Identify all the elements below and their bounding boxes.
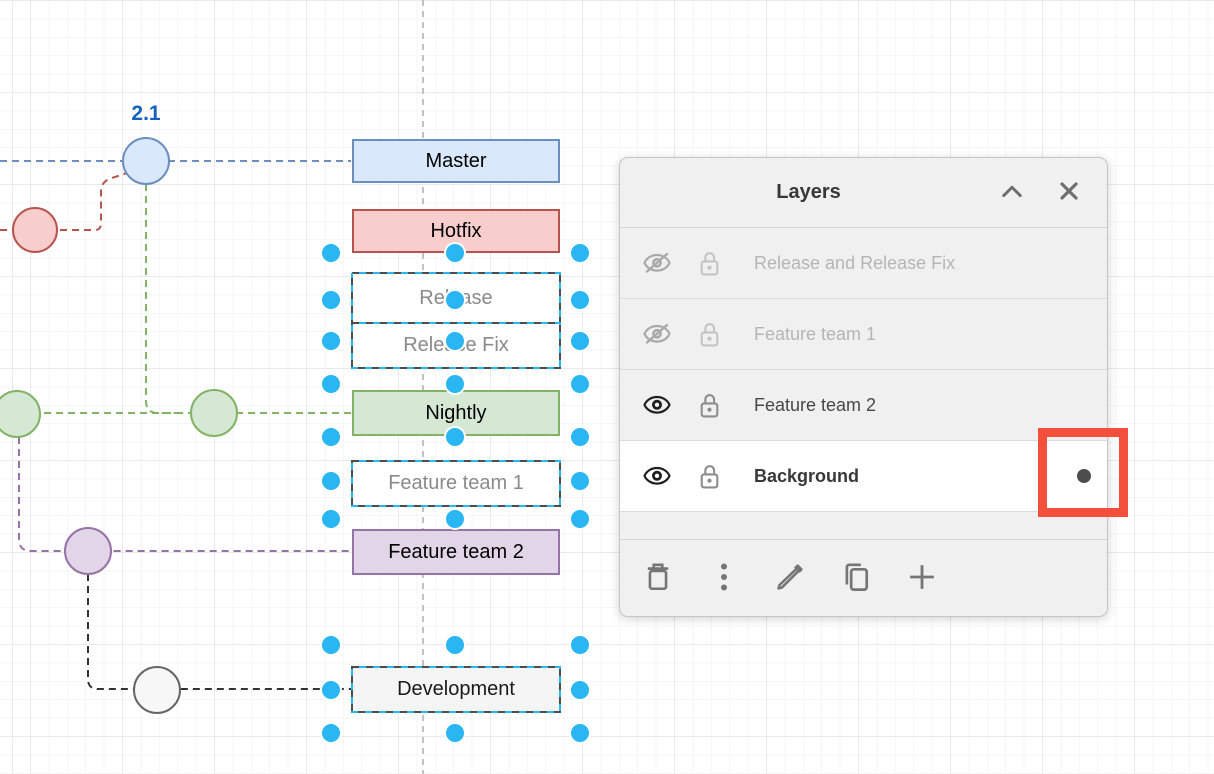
visibility-off-icon[interactable] [642,252,672,274]
layer-row-background[interactable]: Background [620,441,1107,512]
visibility-icon[interactable] [642,465,672,487]
commit-node-master[interactable] [122,137,170,185]
unlock-icon[interactable] [696,250,722,277]
layer-row-feature-team-1[interactable]: Feature team 1 [620,299,1107,370]
unlock-icon[interactable] [696,321,722,348]
branch-box-master[interactable]: Master [352,139,560,183]
commit-node-hotfix[interactable] [12,207,58,253]
chevron-up-icon [1001,183,1023,202]
commit-node-development[interactable] [133,666,181,714]
close-panel-button[interactable] [1059,181,1079,204]
connector-nightly-branch[interactable] [145,184,182,414]
layer-name: Feature team 2 [754,394,877,415]
close-icon [1059,181,1079,204]
delete-layer-button[interactable] [640,562,676,594]
layer-row-feature-team-2[interactable]: Feature team 2 [620,370,1107,441]
commit-node-nightly-2[interactable] [190,389,238,437]
panel-spacer [620,512,1107,540]
branch-box-release-fix[interactable]: Release Fix [352,323,560,368]
layers-toolbar [620,540,1107,616]
layer-row-release-and-release-fix[interactable]: Release and Release Fix [620,228,1107,299]
commit-node-feature-team-2[interactable] [64,527,112,575]
commit-label: 2.1 [131,102,161,125]
unlock-icon[interactable] [696,392,722,419]
layers-panel: Layers [619,157,1108,617]
duplicate-layer-button[interactable] [838,562,874,595]
branch-box-feature-team-2[interactable]: Feature team 2 [352,529,560,575]
connector-development[interactable] [87,574,351,690]
delete-icon [645,562,671,594]
layer-name: Background [754,465,860,486]
edit-icon [775,562,805,595]
layers-panel-header: Layers [620,158,1107,228]
layer-name: Feature team 1 [754,323,877,344]
visibility-off-icon[interactable] [642,323,672,345]
visibility-icon[interactable] [642,394,672,416]
unlock-icon[interactable] [696,463,722,490]
add-layer-button[interactable] [904,563,940,594]
collapse-panel-button[interactable] [1001,183,1023,202]
branch-box-release[interactable]: Release [352,273,560,323]
duplicate-icon [842,562,870,595]
layer-name: Release and Release Fix [754,252,956,273]
connector-hotfix[interactable] [0,172,128,231]
branch-box-hotfix[interactable]: Hotfix [352,209,560,253]
active-layer-dot [1077,469,1091,483]
branch-box-nightly[interactable]: Nightly [352,390,560,436]
commit-node-nightly-1[interactable] [0,390,41,438]
layers-panel-title: Layers [776,181,841,203]
more-vertical-icon [719,562,729,595]
branch-box-feature-team-1[interactable]: Feature team 1 [352,461,560,506]
branch-box-development[interactable]: Development [352,667,560,712]
add-icon [908,563,936,594]
connector-feature-team-2[interactable] [18,437,351,552]
layer-menu-button[interactable] [706,562,742,595]
rename-layer-button[interactable] [772,562,808,595]
